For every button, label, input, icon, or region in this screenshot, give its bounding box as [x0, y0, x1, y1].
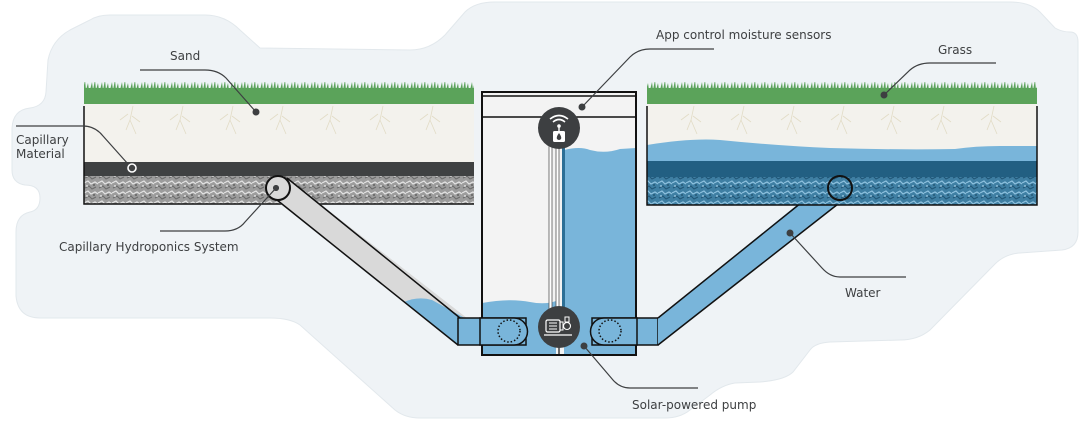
label-capillary-material-line1: Capillary: [16, 133, 69, 147]
pump-icon: [538, 306, 580, 348]
leader-capillary-hydroponics: [160, 187, 277, 232]
right-saturated-layer: [647, 161, 1037, 177]
capillary-material-marker: [127, 163, 137, 173]
tank-water-right: [564, 148, 636, 355]
leader-sensors: [581, 48, 714, 108]
right-bed: [646, 82, 1038, 206]
leader-sand: [140, 69, 257, 113]
label-capillary-hydroponics: Capillary Hydroponics System: [59, 240, 239, 254]
left-pipe: [265, 175, 472, 346]
left-sand-layer: [84, 104, 474, 162]
left-grass-blades: [84, 82, 474, 90]
right-roots: [680, 105, 1002, 135]
label-grass: Grass: [938, 43, 973, 57]
right-bed-outline: [646, 106, 1038, 206]
left-connector: [457, 317, 529, 346]
left-bed-outline: [83, 106, 474, 205]
label-sensors: App control moisture sensors: [656, 28, 832, 42]
right-pipe-inlet: [827, 175, 853, 201]
sensor-icon: [538, 107, 580, 149]
leader-lines: [16, 48, 996, 389]
label-water: Water: [845, 286, 881, 300]
right-grass-layer: [647, 88, 1037, 104]
right-grass-blades: [647, 82, 1037, 90]
right-water-layer: [647, 139, 1037, 162]
leader-grass: [883, 62, 996, 96]
center-tank: [481, 91, 637, 356]
left-capillary-layer: [84, 162, 474, 176]
leader-capillary-material: [16, 125, 129, 165]
label-pump: Solar-powered pump: [632, 398, 757, 412]
label-capillary-material-line2: Material: [16, 147, 65, 161]
leader-dots: [252, 91, 888, 350]
left-grass-layer: [84, 88, 474, 104]
leader-pump: [583, 345, 698, 389]
left-roots: [119, 105, 441, 135]
label-sand: Sand: [170, 49, 201, 63]
right-connector: [589, 317, 659, 346]
leader-water: [789, 232, 906, 278]
